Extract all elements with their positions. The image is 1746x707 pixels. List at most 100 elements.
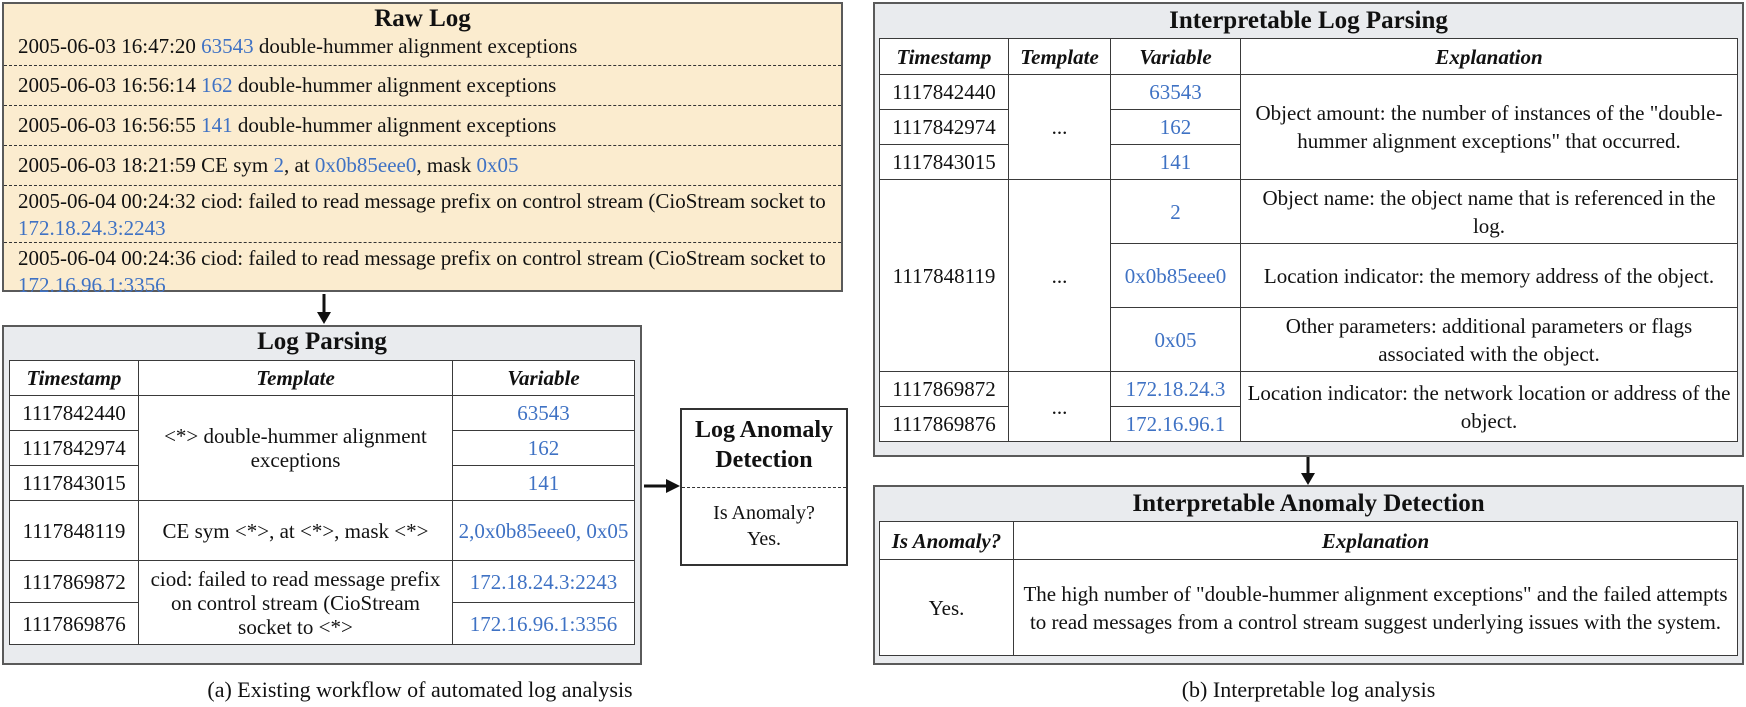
log-variable: 141 xyxy=(201,113,233,137)
template-cell: ciod: failed to read message prefix on c… xyxy=(138,560,453,645)
arrow-down-icon xyxy=(317,294,331,324)
variable-cell: 172.18.24.3 xyxy=(1110,371,1241,407)
timestamp-cell: 1117843015 xyxy=(879,144,1009,180)
interpretable-anomaly-table: Is Anomaly? Explanation Yes. The high nu… xyxy=(879,521,1738,656)
template-cell: ... xyxy=(1008,74,1111,180)
timestamp-cell: 1117869872 xyxy=(879,371,1009,407)
log-text: 2005-06-04 00:24:32 ciod: failed to read… xyxy=(18,189,826,213)
table-row: 1117843015 141 xyxy=(9,465,635,501)
variable-cell: 172.18.24.3:2243 xyxy=(452,560,635,603)
explanation-cell: Location indicator: the network location… xyxy=(1240,371,1738,442)
table-row: 0x05 Other parameters: additional parame… xyxy=(880,307,1738,372)
column-header: Explanation xyxy=(1013,521,1738,560)
timestamp-cell: 1117842440 xyxy=(879,74,1009,110)
column-header: Is Anomaly? xyxy=(879,521,1014,560)
explanation-cell: Object name: the object name that is ref… xyxy=(1240,179,1738,244)
table-row: 1117869872 ... 172.18.24.3 Location indi… xyxy=(879,371,1738,442)
column-header: Template xyxy=(138,360,453,396)
caption-b: (b) Interpretable log analysis xyxy=(1181,677,1436,702)
log-text: 2005-06-03 16:56:14 xyxy=(18,73,202,97)
log-variable: 63543 xyxy=(201,34,254,58)
interpretable-anomaly-detection-title: Interpretable Anomaly Detection xyxy=(1132,490,1485,517)
arrow-right-icon xyxy=(644,479,680,493)
variable-cell: 2 xyxy=(1110,179,1241,244)
log-anomaly-detection-box: Log Anomaly Detection Is Anomaly? Yes. xyxy=(680,408,848,566)
log-variable: 0x0b85eee0 xyxy=(314,153,417,177)
table-row: 1117843015 141 xyxy=(879,144,1738,180)
table-row: 1117848119 CE sym <*>, at <*>, mask <*> … xyxy=(9,500,635,561)
variable-cell: 0x05 xyxy=(1110,307,1241,372)
explanation-cell: Location indicator: the memory address o… xyxy=(1240,243,1738,308)
raw-log-line: 2005-06-03 16:56:14 162 double-hummer al… xyxy=(4,65,841,105)
raw-log-panel: Raw Log 2005-06-03 16:47:20 63543 double… xyxy=(2,2,843,297)
table-row: 1117869872 ciod: failed to read message … xyxy=(9,560,635,645)
timestamp-cell: 1117869876 xyxy=(879,406,1009,442)
interpretable-anomaly-detection-panel: Interpretable Anomaly Detection Is Anoma… xyxy=(873,485,1744,665)
log-text: 2005-06-03 16:47:20 xyxy=(18,34,202,58)
variable-cell: 141 xyxy=(452,465,635,501)
variable-cell: 172.16.96.1 xyxy=(1110,406,1241,442)
column-header: Explanation xyxy=(1240,38,1738,75)
arrow-down-icon xyxy=(1301,457,1315,485)
timestamp-cell: 1117842974 xyxy=(9,430,139,466)
log-variable: 162 xyxy=(201,73,233,97)
log-anomaly-title: Log Anomaly Detection xyxy=(682,410,846,488)
raw-log-line: 2005-06-03 16:56:55 141 double-hummer al… xyxy=(4,105,841,145)
log-text: , mask xyxy=(416,153,477,177)
timestamp-cell: 1117869872 xyxy=(9,560,139,603)
anomaly-answer-cell: Yes. xyxy=(879,559,1014,656)
timestamp-cell: 1117842974 xyxy=(879,109,1009,145)
table-row: 1117848119 ... 2 Object name: the object… xyxy=(879,179,1738,372)
log-variable: 0x05 xyxy=(476,153,519,177)
log-text: double-hummer alignment exceptions xyxy=(253,34,578,58)
timestamp-cell: 1117869876 xyxy=(9,602,139,645)
log-text: double-hummer alignment exceptions xyxy=(232,73,557,97)
template-cell: ... xyxy=(1008,371,1111,442)
timestamp-cell: 1117843015 xyxy=(9,465,139,501)
explanation-cell: Object amount: the number of instances o… xyxy=(1240,74,1738,180)
variable-cell: 162 xyxy=(1110,109,1241,145)
raw-log-line: 2005-06-03 16:47:20 63543 double-hummer … xyxy=(4,33,841,65)
template-cell: <*> double-hummer alignment exceptions xyxy=(138,395,453,501)
log-text: 2005-06-04 00:24:36 ciod: failed to read… xyxy=(18,246,826,270)
table-header-row: Timestamp Template Variable Explanation xyxy=(879,38,1738,75)
variable-cell: 162 xyxy=(452,430,635,466)
variable-cell: 172.16.96.1:3356 xyxy=(452,602,635,645)
explanation-cell: The high number of "double-hummer alignm… xyxy=(1013,559,1738,656)
log-text: 2005-06-03 18:21:59 CE sym xyxy=(18,153,274,177)
variable-cell: 63543 xyxy=(1110,74,1241,110)
raw-log-line: 2005-06-04 00:24:36 ciod: failed to read… xyxy=(4,242,841,299)
column-header: Variable xyxy=(1110,38,1241,75)
table-row: 1117842974 162 xyxy=(9,430,635,466)
template-cell: ... xyxy=(1008,179,1111,372)
raw-log-line: 2005-06-04 00:24:32 ciod: failed to read… xyxy=(4,185,841,242)
template-cell: CE sym <*>, at <*>, mask <*> xyxy=(138,500,453,561)
log-parsing-title: Log Parsing xyxy=(257,328,387,355)
interpretable-log-parsing-table: Timestamp Template Variable Explanation … xyxy=(879,38,1738,442)
explanation-cell: Other parameters: additional parameters … xyxy=(1240,307,1738,372)
anomaly-question: Is Anomaly? xyxy=(713,502,815,524)
log-text: , at xyxy=(284,153,315,177)
log-parsing-table: Timestamp Template Variable 1117842440 <… xyxy=(9,360,635,645)
log-anomaly-result: Is Anomaly? Yes. xyxy=(682,488,846,552)
column-header: Variable xyxy=(452,360,635,396)
table-row: 1117842440 ... 63543 Object amount: the … xyxy=(879,74,1738,180)
log-variable: 172.16.96.1:3356 xyxy=(18,273,166,297)
caption-a: (a) Existing workflow of automated log a… xyxy=(207,677,633,702)
table-row: 1117842440 <*> double-hummer alignment e… xyxy=(9,395,635,501)
raw-log-line: 2005-06-03 18:21:59 CE sym 2, at 0x0b85e… xyxy=(4,145,841,185)
interpretable-log-parsing-panel: Interpretable Log Parsing Timestamp Temp… xyxy=(873,2,1744,457)
table-header-row: Timestamp Template Variable xyxy=(9,360,635,396)
table-row: 1117869876 172.16.96.1 xyxy=(879,406,1738,442)
table-header-row: Is Anomaly? Explanation xyxy=(879,521,1738,560)
log-text: 2005-06-03 16:56:55 xyxy=(18,113,202,137)
interpretable-log-parsing-title: Interpretable Log Parsing xyxy=(1169,7,1448,34)
variable-cell: 141 xyxy=(1110,144,1241,180)
variable-cell: 2,0x0b85eee0, 0x05 xyxy=(452,500,635,561)
timestamp-cell: 1117848119 xyxy=(879,179,1009,372)
log-text: double-hummer alignment exceptions xyxy=(232,113,557,137)
log-parsing-panel: Log Parsing Timestamp Template Variable … xyxy=(2,325,642,665)
column-header: Timestamp xyxy=(9,360,139,396)
column-header: Template xyxy=(1008,38,1111,75)
table-row: Yes. The high number of "double-hummer a… xyxy=(879,559,1738,656)
